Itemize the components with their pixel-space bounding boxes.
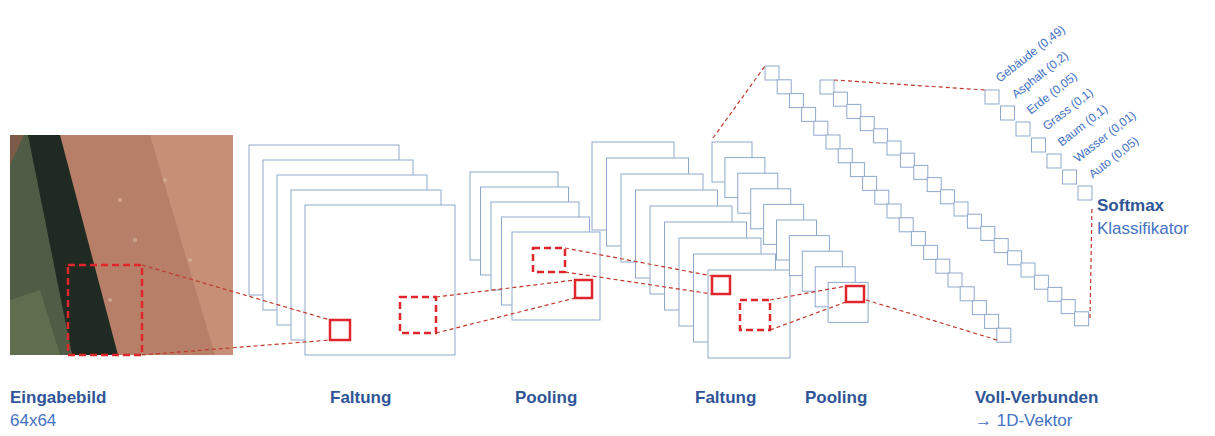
neuron [875, 190, 889, 204]
neuron [936, 259, 950, 273]
neuron [1001, 106, 1015, 120]
projection-line [834, 80, 985, 90]
neuron [1047, 154, 1061, 168]
neuron [1021, 263, 1035, 277]
neuron [948, 273, 962, 287]
neuron [985, 90, 999, 104]
feature-map [708, 270, 790, 358]
neuron [960, 287, 974, 301]
image-spot [188, 258, 192, 262]
conv-stack [249, 145, 455, 355]
receptive-field [330, 320, 350, 340]
neuron [802, 107, 816, 121]
image-spot [108, 298, 112, 302]
neuron [860, 117, 874, 131]
conv-stack [592, 142, 790, 358]
neuron [1032, 138, 1046, 152]
projection-line [436, 298, 575, 333]
neuron [994, 239, 1008, 253]
neuron [985, 314, 999, 328]
neuron [1063, 170, 1077, 184]
projection-line [866, 300, 997, 340]
receptive-fields [68, 248, 864, 355]
receptive-field [740, 300, 770, 330]
classifier-subtitle: Klassifikator [1097, 219, 1189, 239]
projection-lines [142, 66, 1092, 355]
feature-map [512, 232, 600, 320]
neuron [967, 214, 981, 228]
image-region [150, 135, 233, 355]
pool-stack [470, 172, 600, 320]
receptive-field [575, 280, 592, 298]
neuron [863, 176, 877, 190]
layer-note: → 1D-Vektor [975, 411, 1072, 431]
layer-name: Eingabebild [10, 388, 106, 408]
receptive-field [846, 286, 864, 302]
receptive-field [712, 276, 730, 294]
receptive-field [533, 248, 565, 272]
neuron [833, 92, 847, 106]
classifier-title: Softmax [1097, 196, 1164, 216]
image-region [10, 135, 24, 165]
image-spot [118, 198, 122, 202]
input-image [10, 135, 233, 355]
neuron [814, 121, 828, 135]
projection-line [142, 340, 330, 355]
neuron [941, 190, 955, 204]
neuron [820, 80, 834, 94]
neuron [911, 232, 925, 246]
layer-name: Faltung [330, 388, 391, 408]
neuron [847, 104, 861, 118]
neuron [997, 328, 1011, 342]
neuron [887, 141, 901, 155]
neuron [914, 165, 928, 179]
projection-line [565, 272, 712, 294]
neuron [899, 218, 913, 232]
neuron [924, 245, 938, 259]
neuron [1061, 300, 1075, 314]
projection-line [713, 66, 765, 138]
pool-stack [712, 142, 868, 322]
dense-column [765, 66, 1011, 342]
layer-name: Pooling [805, 388, 867, 408]
image-spot [133, 238, 137, 242]
neuron [1075, 312, 1089, 326]
projection-line [142, 265, 330, 320]
neuron [1048, 287, 1062, 301]
layer-name: Pooling [515, 388, 577, 408]
neuron [887, 204, 901, 218]
feature-map [305, 205, 455, 355]
image-spot [163, 178, 167, 182]
projection-line [770, 302, 846, 330]
neuron [874, 129, 888, 143]
neuron [1034, 275, 1048, 289]
image-region [10, 290, 60, 355]
receptive-field [400, 297, 436, 333]
neuron [838, 149, 852, 163]
neuron [954, 202, 968, 216]
neuron [789, 94, 803, 108]
projection-line [436, 280, 575, 297]
receptive-field [68, 265, 142, 355]
neuron [1016, 122, 1030, 136]
layer-name: Voll-Verbunden [975, 388, 1098, 408]
neuron [777, 80, 791, 94]
projection-line [565, 248, 712, 276]
neuron [900, 153, 914, 167]
neuron [927, 178, 941, 192]
layer-size: 64x64 [10, 411, 56, 431]
neuron [981, 226, 995, 240]
neuron [765, 66, 779, 80]
projection-line [770, 286, 846, 300]
projection-line [1090, 206, 1092, 318]
neuron [1078, 186, 1092, 200]
neuron [826, 135, 840, 149]
neuron [1008, 251, 1022, 265]
layer-name: Faltung [695, 388, 756, 408]
neuron [972, 301, 986, 315]
neuron [850, 163, 864, 177]
